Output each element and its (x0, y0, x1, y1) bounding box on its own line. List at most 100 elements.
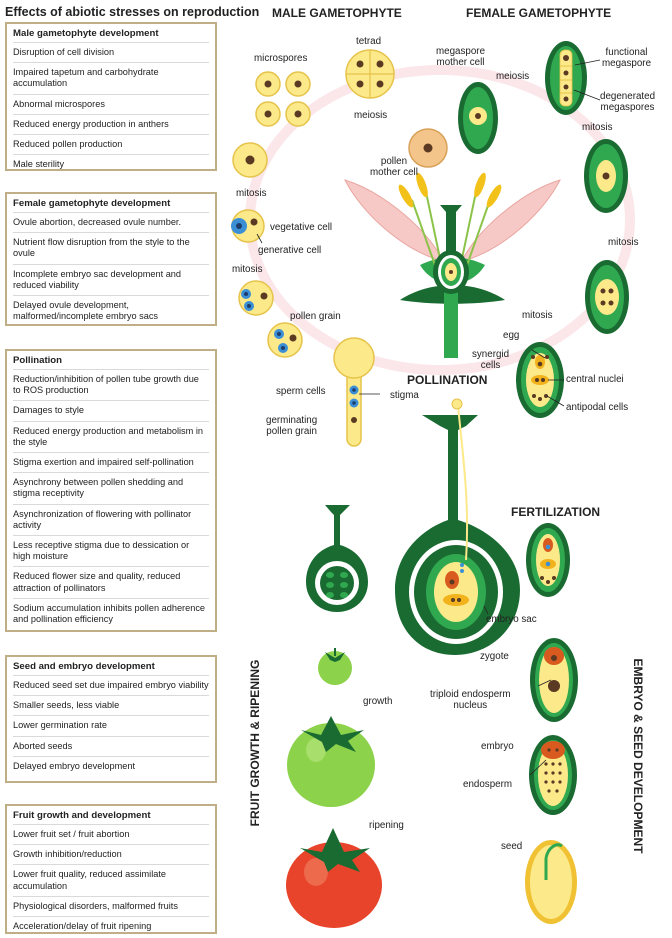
label-sperm-cells: sperm cells (276, 386, 326, 397)
box-title: Pollination (13, 355, 63, 366)
list-item: Delayed ovule development, malformed/inc… (13, 295, 209, 326)
label-mitosis-1: mitosis (236, 188, 267, 199)
list-item: Reduced seed set due impaired embryo via… (13, 675, 209, 695)
label-megaspore-mother-cell: megaspore mother cell (436, 46, 486, 68)
heading-fruit-growth: FRUIT GROWTH & RIPENING (248, 659, 262, 827)
germinating-pollen-grain-icon (333, 337, 375, 447)
pointer-line (483, 605, 489, 615)
mitosis-pollen-icon (238, 280, 274, 316)
label-embryo: embryo (481, 741, 514, 752)
label-degenerated-megaspores: degenerated megaspores (600, 91, 656, 113)
tetrad-icon (345, 49, 395, 99)
box-title: Male gametophyte development (13, 28, 159, 39)
list-item: Asynchronization of flowering with polli… (13, 503, 209, 535)
list-item: Disruption of cell division (13, 42, 209, 62)
embryo-endosperm-icon (529, 735, 577, 815)
label-mitosis-f2: mitosis (608, 237, 639, 248)
page-title: Effects of abiotic stresses on reproduct… (5, 5, 260, 19)
box-title: Female gametophyte development (13, 198, 171, 209)
label-mitosis-f1: mitosis (582, 122, 613, 133)
list-item: Aborted seeds (13, 735, 209, 756)
list-item: Sodium accumulation inhibits pollen adhe… (13, 597, 209, 629)
heading-male-gametophyte: MALE GAMETOPHYTE (272, 6, 402, 20)
box-seed-embryo: Seed and embryo development Reduced seed… (5, 655, 217, 783)
list-item: Reduced pollen production (13, 134, 209, 154)
box-male-gametophyte: Male gametophyte development Disruption … (5, 22, 217, 171)
label-generative-cell: generative cell (258, 245, 322, 256)
label-seed: seed (501, 841, 523, 852)
embryo-sac-1-icon (584, 139, 628, 213)
label-germinating-pollen-grain: germinating pollen grain (266, 415, 318, 437)
box-title: Seed and embryo development (13, 661, 155, 672)
megaspore-mother-cell-icon (458, 82, 498, 154)
list-item: Nutrient flow disruption from the style … (13, 232, 209, 263)
list-item: Asynchrony between pollen shedding and s… (13, 472, 209, 503)
list-item: Stigma exertion and impaired self-pollin… (13, 452, 209, 472)
functional-megaspore-icon (545, 41, 587, 115)
heading-female-gametophyte: FEMALE GAMETOPHYTE (466, 6, 612, 20)
list-item: Reduced energy production and metabolism… (13, 420, 209, 452)
label-meiosis-female: meiosis (496, 71, 530, 82)
pollen-mother-cell-icon (408, 128, 448, 168)
pollen-grain-icon (267, 322, 303, 358)
pointer-line (574, 59, 601, 66)
pistil-icon (395, 398, 520, 655)
box-pollination: Pollination Reduction/inhibition of poll… (5, 349, 217, 632)
label-vegetative-cell: vegetative cell (270, 222, 333, 233)
list-item: Damages to style (13, 400, 209, 420)
list-item: Smaller seeds, less viable (13, 695, 209, 715)
label-mitosis-f3: mitosis (522, 310, 553, 321)
label-stigma: stigma (390, 390, 419, 401)
pointer-line (531, 349, 546, 359)
label-egg: egg (503, 330, 520, 341)
embryo-sac-2-icon (585, 260, 629, 334)
zygote-icon (530, 638, 578, 722)
pointer-line (529, 759, 547, 776)
list-item: Impaired tapetum and carbohydrate accumu… (13, 62, 209, 93)
label-functional-megaspore: functional megaspore (602, 47, 652, 69)
label-microspores: microspores (254, 53, 308, 64)
label-growth: growth (363, 696, 393, 707)
list-item: Reduced energy production in anthers (13, 113, 209, 134)
list-item: Lower fruit set / fruit abortion (13, 824, 209, 844)
label-central-nuclei: central nuclei (566, 374, 624, 385)
label-pollen-grain: pollen grain (290, 311, 341, 322)
bicellular-pollen-icon (231, 209, 265, 243)
list-item: Delayed embryo development (13, 755, 209, 776)
pointer-line (573, 89, 601, 101)
label-tetrad: tetrad (356, 36, 382, 47)
label-zygote: zygote (480, 651, 509, 662)
list-item: Reduction/inhibition of pollen tube grow… (13, 369, 209, 400)
list-item: Incomplete embryo sac development and re… (13, 263, 209, 295)
list-item: Ovule abortion, decreased ovule number. (13, 212, 209, 232)
tomato-red-icon (286, 828, 382, 928)
label-mitosis-2: mitosis (232, 264, 263, 275)
ovary-icon (306, 505, 368, 612)
list-item: Growth inhibition/reduction (13, 844, 209, 864)
tomato-small-icon (318, 648, 352, 685)
list-item: Physiological disorders, malformed fruit… (13, 895, 209, 916)
label-endosperm: endosperm (463, 779, 513, 790)
seed-icon (525, 840, 577, 924)
box-female-gametophyte: Female gametophyte development Ovule abo… (5, 192, 217, 326)
microspore-icon (255, 71, 311, 127)
pointer-line (546, 395, 565, 407)
flower-icon (344, 172, 561, 358)
label-antipodal-cells: antipodal cells (566, 402, 629, 413)
label-embryo-sac: embryo sac (486, 614, 537, 625)
heading-embryo-seed: EMBRYO & SEED DEVELOPMENT (631, 658, 645, 854)
label-ripening: ripening (369, 820, 404, 831)
fertilization-sac-icon (526, 523, 570, 597)
heading-fertilization: FERTILIZATION (511, 505, 601, 519)
microspore-large-icon (232, 142, 268, 178)
label-synergid-cells: synergid cells (472, 349, 510, 371)
list-item: Acceleration/delay of fruit ripening (13, 916, 209, 936)
list-item: Lower fruit quality, reduced assimilate … (13, 864, 209, 895)
list-item: Reduced flower size and quality, reduced… (13, 566, 209, 597)
list-item: Abnormal microspores (13, 93, 209, 114)
heading-pollination: POLLINATION (407, 373, 488, 387)
box-title: Fruit growth and development (13, 810, 151, 821)
label-triploid-endosperm: triploid endosperm nucleus (430, 689, 511, 711)
pointer-line (537, 679, 552, 687)
